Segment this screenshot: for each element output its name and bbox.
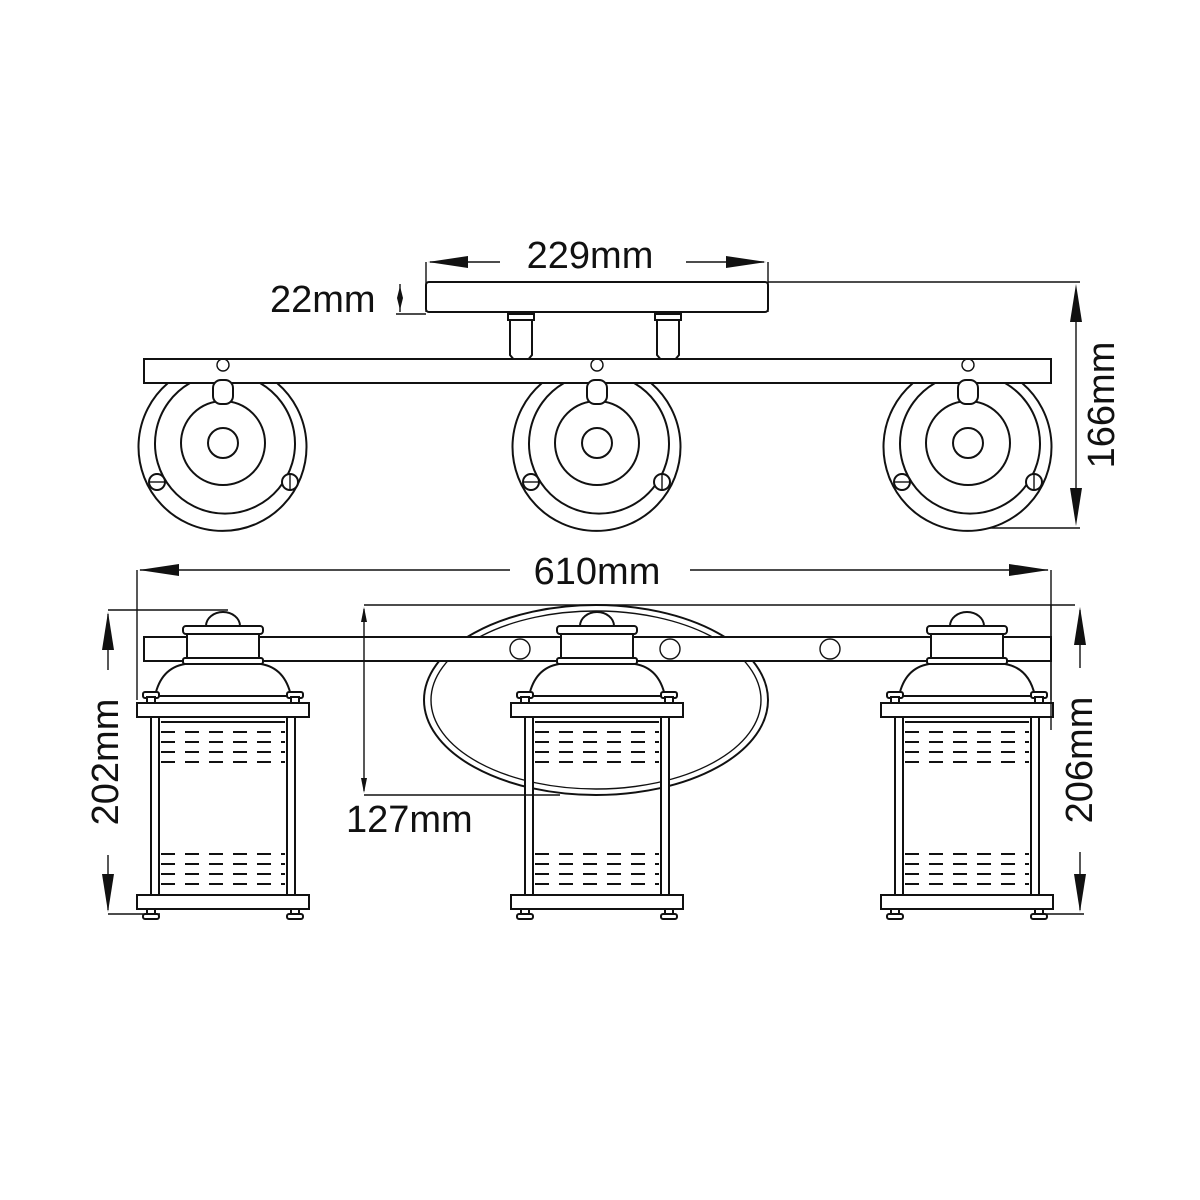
lamp-top-left [137, 358, 308, 532]
label-166mm: 166mm [1081, 342, 1123, 469]
dim-height-left: 202mm [85, 609, 228, 915]
front-view: 610mm 202mm 127mm [85, 551, 1101, 920]
label-202mm: 202mm [85, 699, 127, 826]
fixing-hole [509, 638, 531, 660]
backplate [425, 281, 769, 313]
label-229mm: 229mm [527, 235, 654, 277]
dim-backplate-depth: 22mm [270, 279, 426, 321]
dim-backplate-width: 229mm [425, 235, 769, 312]
dim-overall-width: 610mm [136, 551, 1052, 700]
top-view: 229mm 22mm 166mm [137, 235, 1123, 532]
dim-projection: 166mm [768, 281, 1123, 529]
dim-backplate-height: 127mm [346, 604, 1075, 841]
lamp-top-right [882, 358, 1053, 532]
fixing-hole [659, 638, 681, 660]
dim-height-right: 206mm [1040, 605, 1101, 915]
label-206mm: 206mm [1059, 697, 1101, 824]
label-22mm: 22mm [270, 279, 376, 321]
fixing-hole [819, 638, 841, 660]
lamp-top-center [511, 358, 682, 532]
mounting-post-right [654, 313, 682, 370]
label-127mm: 127mm [346, 799, 473, 841]
label-610mm: 610mm [534, 551, 661, 593]
